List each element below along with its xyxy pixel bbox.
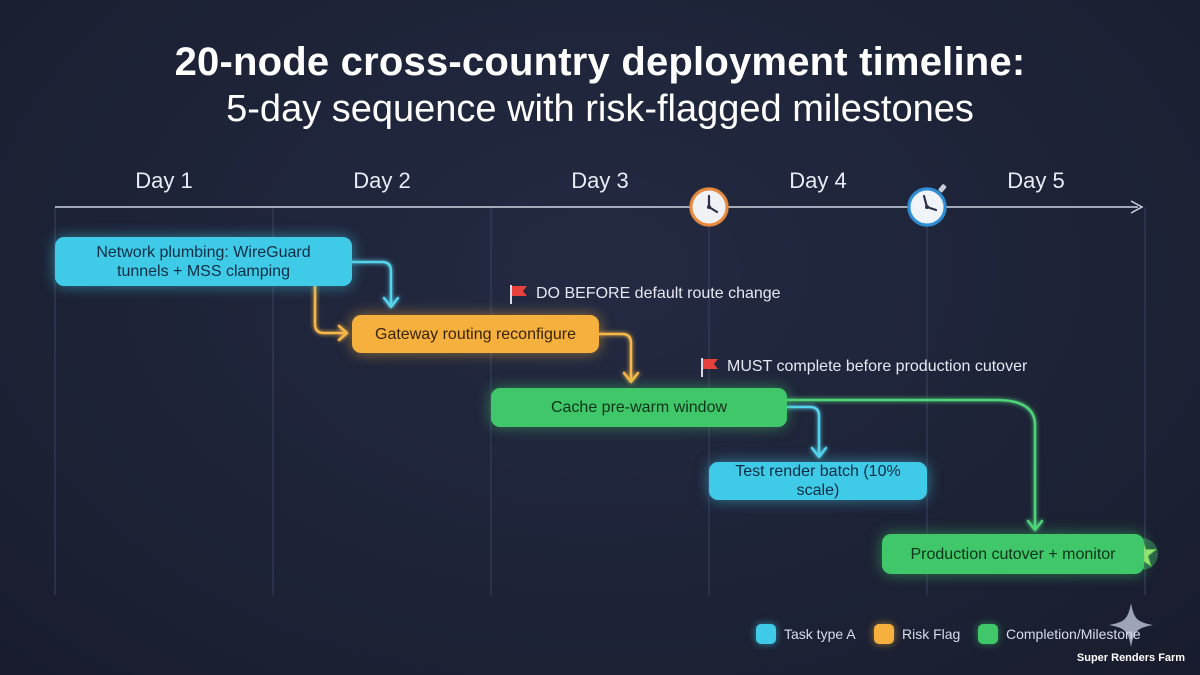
connector-cache-test	[785, 405, 821, 457]
day-label-1: Day 1	[135, 168, 193, 193]
task-production-cutover: Production cutover + monitor	[882, 534, 1144, 574]
day-label-2: Day 2	[353, 168, 411, 193]
arrowhead-cache-production	[1026, 519, 1044, 532]
sparkle-logo-icon	[1109, 603, 1153, 647]
legend-swatch-orange	[874, 624, 894, 644]
legend-label-risk-flag: Risk Flag	[902, 626, 961, 642]
clock-icon	[689, 187, 729, 227]
brand-name: Super Renders Farm	[1076, 652, 1186, 664]
task-test-render-batch: Test render batch (10% scale)	[709, 462, 927, 500]
risk-flag-text-2: MUST complete before production cutover	[727, 358, 1028, 375]
stopwatch-icon	[907, 184, 947, 227]
risk-flag-text-1: DO BEFORE default route change	[536, 285, 781, 302]
task-network-plumbing-line2: tunnels + MSS clamping	[117, 262, 290, 280]
arrowhead-network-gateway	[382, 296, 400, 309]
risk-flag-note-2: MUST complete before production cutover	[699, 356, 1027, 378]
legend-item-task-type-a: Task type A	[756, 624, 856, 644]
connector-gateway-cache	[597, 332, 633, 382]
time-axis-arrowhead	[1130, 200, 1144, 214]
legend-label-task-type-a: Task type A	[784, 626, 856, 642]
arrowhead-gateway-cache	[622, 371, 640, 384]
diagram-subtitle: 5-day sequence with risk-flagged milesto…	[226, 88, 974, 130]
day-label-5: Day 5	[1007, 168, 1065, 193]
day-label-4: Day 4	[789, 168, 847, 193]
connector-cache-production	[785, 398, 1037, 530]
legend-item-risk-flag: Risk Flag	[874, 624, 960, 644]
day-label-3: Day 3	[571, 168, 629, 193]
risk-flag-note-1: DO BEFORE default route change	[508, 283, 781, 305]
task-gateway-routing: Gateway routing reconfigure	[352, 315, 599, 353]
task-network-plumbing-line1: Network plumbing: WireGuard	[96, 243, 311, 261]
task-cache-prewarm: Cache pre-warm window	[491, 388, 787, 427]
connector-network-gateway	[350, 260, 393, 307]
flag-icon	[510, 285, 527, 304]
arrowhead-cache-test	[810, 446, 828, 459]
flag-icon	[701, 358, 718, 377]
legend-label-completion: Completion/Milestone	[1006, 626, 1141, 642]
arrowhead-network-gateway-risk	[337, 324, 349, 342]
legend-swatch-cyan	[756, 624, 776, 644]
task-network-plumbing: Network plumbing: WireGuard tunnels + MS…	[55, 237, 352, 286]
legend-swatch-green	[978, 624, 998, 644]
diagram-title: 20-node cross-country deployment timelin…	[174, 40, 1026, 84]
legend-item-completion: Completion/Milestone	[978, 624, 1141, 644]
connector-network-gateway-risk	[313, 284, 348, 335]
